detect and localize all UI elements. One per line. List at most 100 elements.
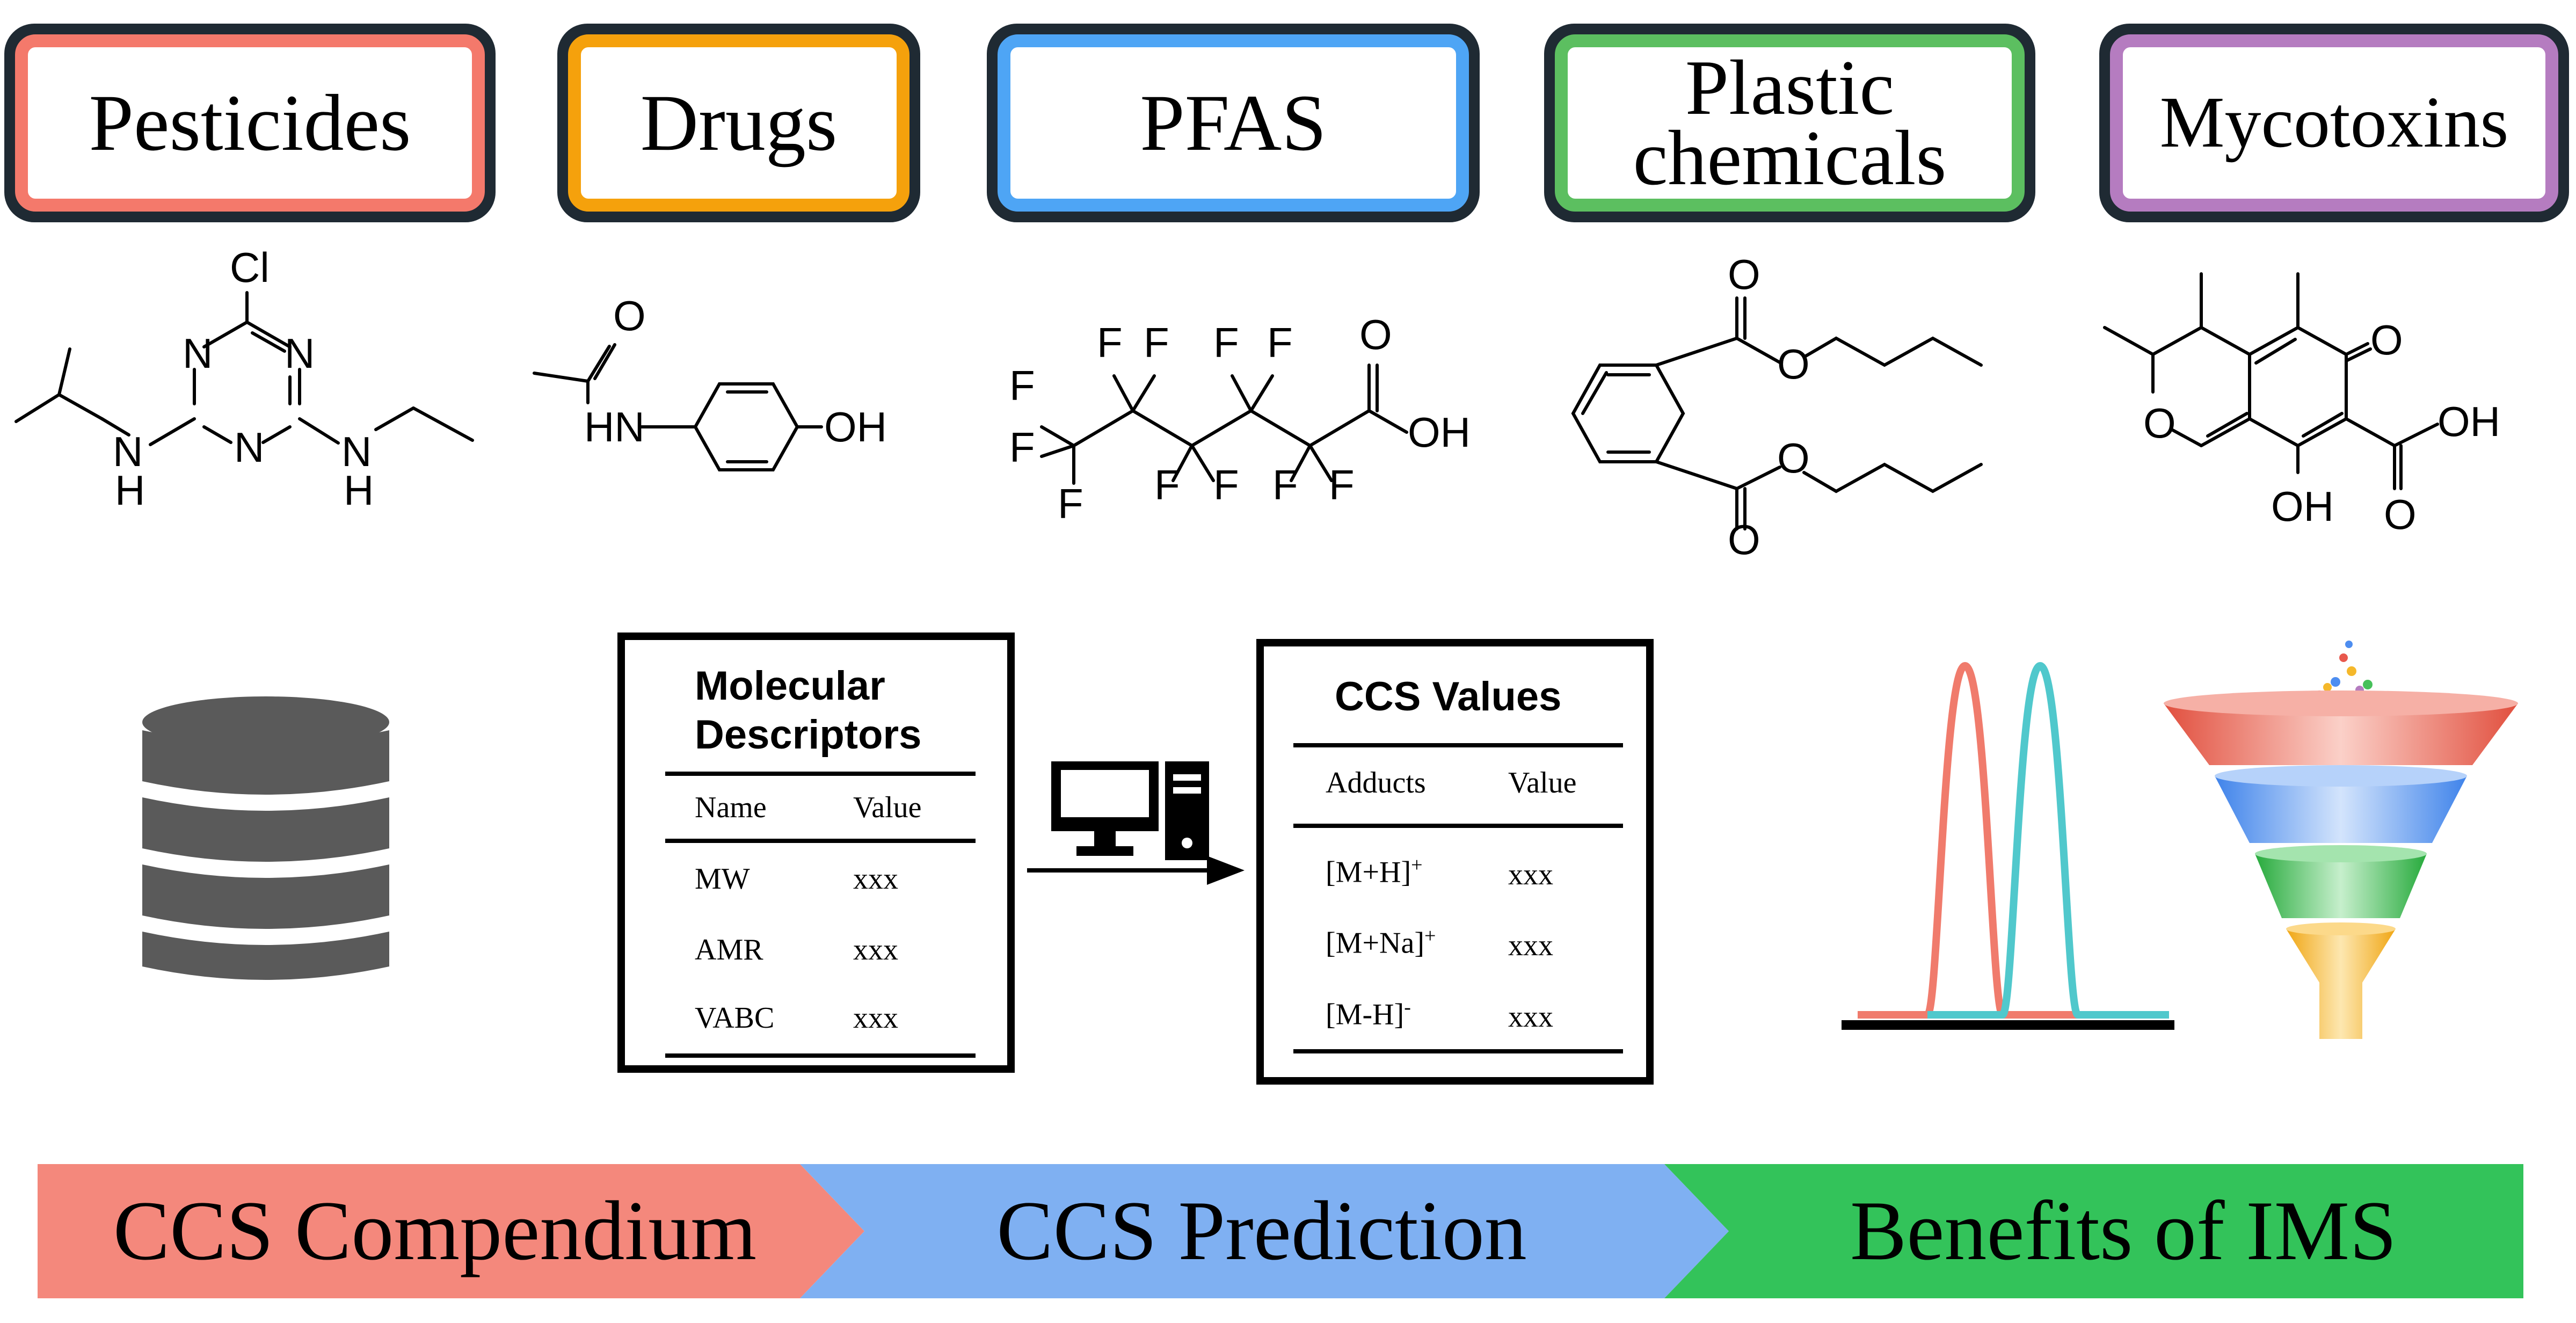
plastic-structure: O O O O xyxy=(1571,251,1983,558)
category-pesticides-frame: Pesticides xyxy=(15,34,485,212)
banner-segment-benefits xyxy=(1664,1164,2523,1298)
computer-icon xyxy=(1051,761,1209,860)
category-drugs-frame: Drugs xyxy=(568,34,909,212)
funnel-icon xyxy=(2164,641,2518,1039)
ccs-row-value: xxx xyxy=(1508,929,1553,962)
funnel-tier-blue xyxy=(2215,776,2467,843)
drug-bonds xyxy=(533,343,823,471)
pesticide-cl: Cl xyxy=(230,244,270,291)
pesticide-nh1: N xyxy=(113,428,143,475)
mycotoxin-oh-phenol: OH xyxy=(2271,483,2334,530)
ccs-adduct-charge: - xyxy=(1404,996,1411,1019)
category-pfas-frame: PFAS xyxy=(998,34,1469,212)
category-mycotoxins-frame: Mycotoxins xyxy=(2110,34,2558,212)
plastic-bonds xyxy=(1571,296,1983,530)
descriptors-title-line1: Molecular xyxy=(695,663,885,709)
ccs-adduct-base: [M+H] xyxy=(1326,855,1411,889)
pfas-f: F xyxy=(1267,319,1293,366)
category-pfas: PFAS xyxy=(987,24,1480,222)
baseline xyxy=(1842,1020,2174,1030)
ccs-rule-header xyxy=(1293,824,1623,828)
pfas-f: F xyxy=(1097,319,1123,366)
descriptors-row-value: xxx xyxy=(853,862,898,896)
category-label: PFAS xyxy=(1140,78,1327,168)
pfas-f: F xyxy=(1058,480,1083,526)
pesticide-nh2: N xyxy=(341,428,372,475)
pfas-f: F xyxy=(1213,319,1239,366)
mycotoxin-structure: O O OH OH O xyxy=(2103,272,2500,538)
drug-o: O xyxy=(613,292,646,339)
descriptors-title: Molecular Descriptors xyxy=(695,662,921,759)
descriptors-row-name: VABC xyxy=(695,1001,775,1035)
ccs-row-adduct: [M-H]- xyxy=(1326,995,1411,1032)
drug-structure: O HN OH xyxy=(533,292,887,471)
mycotoxin-bonds xyxy=(2103,272,2439,490)
category-pesticides: Pesticides xyxy=(4,24,496,222)
funnel-tier-green xyxy=(2255,854,2427,918)
pesticide-h1: H xyxy=(115,467,145,514)
ccs-adduct-charge: + xyxy=(1411,854,1423,876)
descriptors-rule-header xyxy=(665,839,976,843)
category-label: Pesticides xyxy=(89,78,411,168)
descriptors-row-name: AMR xyxy=(695,933,763,966)
category-label: Plastic chemicals xyxy=(1633,48,1947,197)
ccs-row-value: xxx xyxy=(1508,1000,1553,1034)
peak-left xyxy=(1858,662,2089,1019)
mycotoxin-o-ring: O xyxy=(2143,399,2176,447)
ccs-header-adducts: Adducts xyxy=(1326,766,1426,799)
ccs-values-title: CCS Values xyxy=(1335,674,1562,719)
ccs-adduct-base: [M+Na] xyxy=(1326,926,1424,960)
pesticide-n3: N xyxy=(234,424,264,471)
banner-segment-compendium xyxy=(38,1164,864,1298)
pesticide-h2: H xyxy=(344,467,374,514)
category-mycotoxins: Mycotoxins xyxy=(2099,24,2569,222)
mycotoxin-o-keto: O xyxy=(2370,316,2403,364)
funnel-tier-yellow xyxy=(2286,929,2396,1039)
banner-label-benefits: Benefits of IMS xyxy=(1850,1184,2397,1278)
pfas-structure: F F F F F F F F F F F O OH xyxy=(1009,311,1471,526)
database-icon xyxy=(142,696,389,980)
pfas-f: F xyxy=(1329,461,1355,508)
pfas-o: O xyxy=(1359,311,1392,358)
peak-right xyxy=(1927,662,2169,1019)
ccs-adduct-charge: + xyxy=(1424,925,1436,947)
descriptors-title-line2: Descriptors xyxy=(695,712,922,758)
descriptors-row-value: xxx xyxy=(853,933,898,966)
mycotoxin-oh-acid: OH xyxy=(2437,398,2500,445)
pfas-f: F xyxy=(1213,461,1239,508)
descriptors-rule-bottom xyxy=(665,1053,976,1058)
funnel-tier-red xyxy=(2164,703,2518,765)
drug-hn: HN xyxy=(584,403,645,450)
plastic-o: O xyxy=(1777,434,1810,482)
category-label: Drugs xyxy=(640,78,838,168)
banner-label-prediction: CCS Prediction xyxy=(996,1184,1527,1278)
pfas-f: F xyxy=(1272,461,1298,508)
pesticide-bonds xyxy=(14,291,474,446)
category-plastic-frame: Plastic chemicals xyxy=(1555,34,2025,212)
ccs-rule-top xyxy=(1293,743,1623,747)
workflow-banner xyxy=(38,1164,2523,1298)
plastic-o: O xyxy=(1777,340,1810,388)
ccs-row-value: xxx xyxy=(1508,858,1553,891)
ims-peaks-icon xyxy=(1842,662,2174,1030)
ccs-rule-bottom xyxy=(1293,1049,1623,1053)
pfas-f: F xyxy=(1154,461,1180,508)
descriptors-row-name: MW xyxy=(695,862,750,896)
pfas-bonds xyxy=(1040,364,1408,485)
descriptors-row-value: xxx xyxy=(853,1001,898,1035)
banner-label-compendium: CCS Compendium xyxy=(113,1184,757,1278)
category-label-line2: chemicals xyxy=(1633,114,1947,201)
ccs-values-table: CCS Values Adducts Value [M+H]+ xxx [M+N… xyxy=(1256,639,1654,1085)
ccs-row-adduct: [M+Na]+ xyxy=(1326,924,1436,961)
ccs-adduct-base: [M-H] xyxy=(1326,998,1405,1031)
pesticide-structure: Cl N N N N H N H xyxy=(14,244,474,514)
descriptors-table: Molecular Descriptors Name Value MW xxx … xyxy=(617,633,1015,1073)
category-drugs: Drugs xyxy=(557,24,920,222)
plastic-o: O xyxy=(1728,516,1760,558)
descriptors-rule-top xyxy=(665,772,976,776)
pfas-f: F xyxy=(1009,362,1035,409)
arrow-right-icon xyxy=(1027,856,1245,885)
pesticide-n1: N xyxy=(183,330,213,377)
pesticide-n2: N xyxy=(285,330,315,377)
mycotoxin-o-acid: O xyxy=(2384,491,2417,538)
